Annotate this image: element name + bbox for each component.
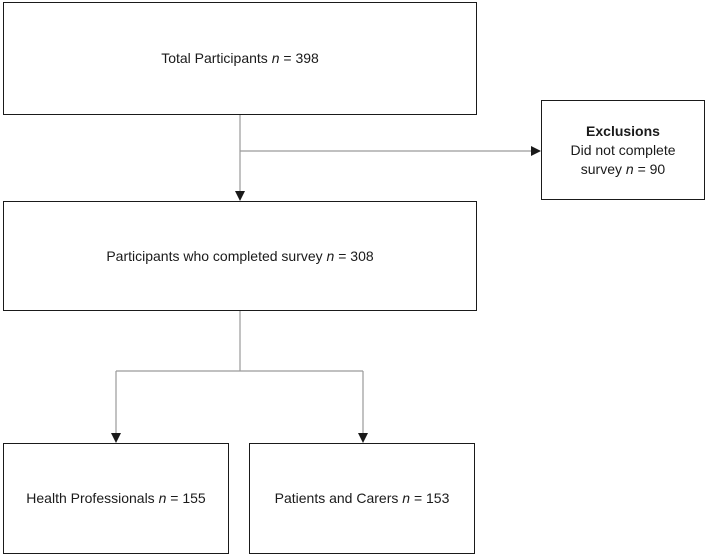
completed-survey-text: Participants who completed survey n = 30… bbox=[106, 247, 373, 266]
exclusions-n-symbol: n bbox=[625, 160, 634, 177]
health-n-symbol: n bbox=[158, 490, 167, 506]
health-professionals-text: Health Professionals n = 155 bbox=[26, 489, 205, 508]
exclusions-line2: survey n = 90 bbox=[581, 160, 665, 179]
total-n-value: = 398 bbox=[283, 50, 319, 66]
exclusions-line1: Did not complete bbox=[570, 141, 676, 158]
health-n-value: = 155 bbox=[170, 490, 206, 506]
completed-n-value: = 308 bbox=[338, 247, 374, 264]
exclusions-title: Exclusions bbox=[586, 122, 660, 139]
health-professionals-box: Health Professionals n = 155 bbox=[3, 443, 229, 554]
patients-carers-text: Patients and Carers n = 153 bbox=[275, 489, 450, 508]
health-label: Health Professionals bbox=[26, 490, 155, 506]
exclusions-box: Exclusions Did not complete survey n = 9… bbox=[541, 100, 705, 200]
exclusions-line2-text: survey bbox=[580, 160, 622, 177]
total-participants-box: Total Participants n = 398 bbox=[3, 2, 477, 115]
exclusions-n-value: = 90 bbox=[637, 160, 666, 177]
total-n-symbol: n bbox=[271, 50, 280, 66]
patients-n-value: = 153 bbox=[413, 490, 450, 506]
total-participants-text: Total Participants n = 398 bbox=[161, 49, 319, 68]
patients-carers-box: Patients and Carers n = 153 bbox=[249, 443, 475, 554]
completed-n-symbol: n bbox=[326, 247, 335, 264]
patients-n-symbol: n bbox=[402, 490, 411, 506]
patients-label: Patients and Carers bbox=[274, 490, 399, 506]
completed-survey-box: Participants who completed survey n = 30… bbox=[3, 201, 477, 311]
completed-label: Participants who completed survey bbox=[106, 247, 323, 264]
total-label: Total Participants bbox=[161, 50, 268, 66]
